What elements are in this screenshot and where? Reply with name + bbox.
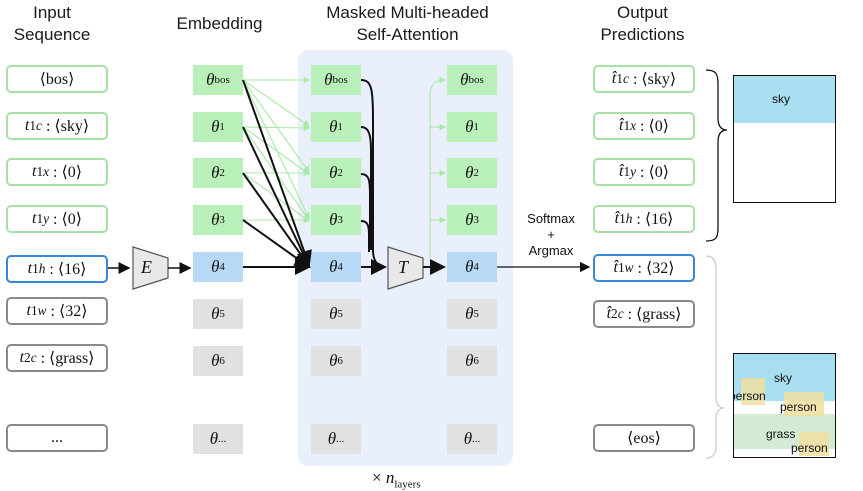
embedding-ellipsis: θ...	[193, 424, 243, 454]
layout-bottom-grass-label: grass	[766, 427, 796, 441]
transformer-trapezoid	[387, 246, 424, 290]
output-token-eos: ⟨eos⟩	[593, 424, 695, 452]
transformer-green-out	[429, 76, 447, 258]
layout-person-2	[784, 392, 824, 416]
layout-bottom-person-label-1: person	[734, 389, 766, 403]
softmax-argmax-label: Softmax+Argmax	[527, 211, 575, 258]
input-token-bos: ⟨bos⟩	[6, 65, 108, 93]
green-fanout	[242, 76, 311, 224]
layout-person-1	[741, 378, 765, 405]
attn-in-ellipsis: θ...	[311, 424, 361, 454]
attn-to-transformer	[360, 79, 387, 275]
brace-top	[705, 69, 728, 242]
layout-bottom-box: sky person person grass person	[733, 353, 836, 458]
input-token-ellipsis: ...	[6, 424, 108, 452]
layout-bottom-person-label-2: person	[780, 400, 817, 414]
embedding-header: Embedding	[176, 14, 263, 33]
brace-bottom	[705, 255, 725, 459]
layout-bottom-sky-label: sky	[774, 371, 792, 385]
transformer-label: T	[398, 257, 409, 277]
encoder-label: E	[141, 257, 152, 277]
layout-bottom-person-label-3: person	[791, 441, 828, 455]
layout-top-sky-label: sky	[772, 92, 790, 106]
layout-person-3	[799, 432, 829, 456]
black-fanout	[242, 79, 312, 275]
layers-label: × nlayers	[372, 468, 421, 491]
encoder-trapezoid	[132, 246, 169, 290]
attn-out-ellipsis: θ...	[447, 424, 497, 454]
layout-top-box: sky	[733, 75, 836, 203]
layout-top-sky	[734, 76, 835, 123]
